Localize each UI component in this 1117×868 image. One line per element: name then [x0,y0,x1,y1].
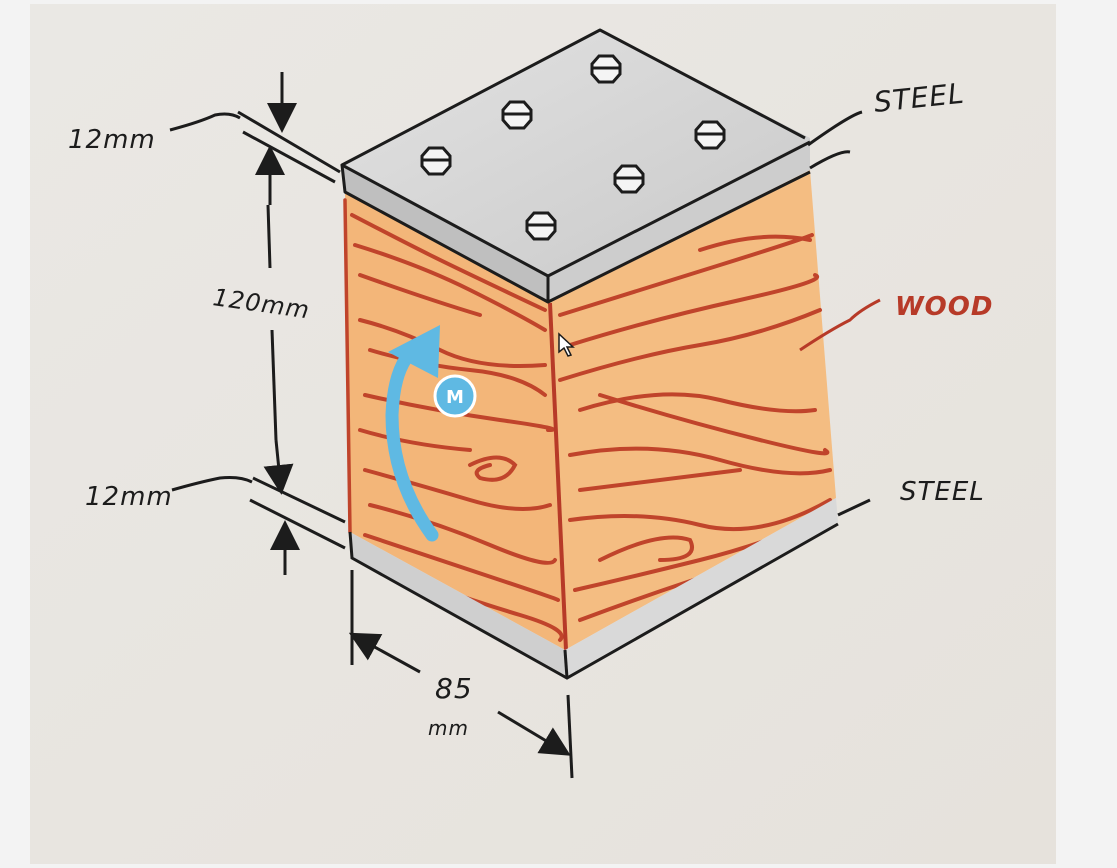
width-value-label: 85 [435,672,473,705]
top-steel-outline [340,28,811,304]
hex-bolt-icon [501,100,533,130]
hex-bolt-icon [590,54,622,84]
bottom-corner-edge [563,649,569,679]
top-steel-surface [342,30,810,276]
wood-leader [799,298,881,352]
core-material-label: WOOD [895,292,993,322]
wood-left-face [345,192,565,650]
bolts [420,54,726,241]
hex-bolt-icon [420,146,452,176]
moment-symbol: M [446,387,464,408]
top-steel-right-edge [548,138,810,302]
block [340,28,839,680]
bottom-steel-outline [348,522,839,680]
moment-arrow: M [385,325,477,542]
hex-bolt-icon [694,120,726,150]
bottom-steel-left [350,532,567,676]
dimension-lines [169,72,871,779]
hex-bolt-icon [613,164,645,194]
bottom-steel-right [565,498,838,676]
bottom-plate-thickness-label: 12mm [85,482,173,512]
width-unit-label: mm [428,716,469,740]
mouse-cursor-icon [558,332,575,357]
bottom-material-label: STEEL [900,477,985,507]
top-plate-thickness-label: 12mm [68,125,156,155]
hex-bolt-icon [525,211,557,241]
wood-right-face [548,170,836,650]
block-front-edge [548,302,568,651]
top-steel-left-edge [342,165,548,302]
moment-arrow-head [388,325,440,378]
moment-badge [433,374,477,418]
